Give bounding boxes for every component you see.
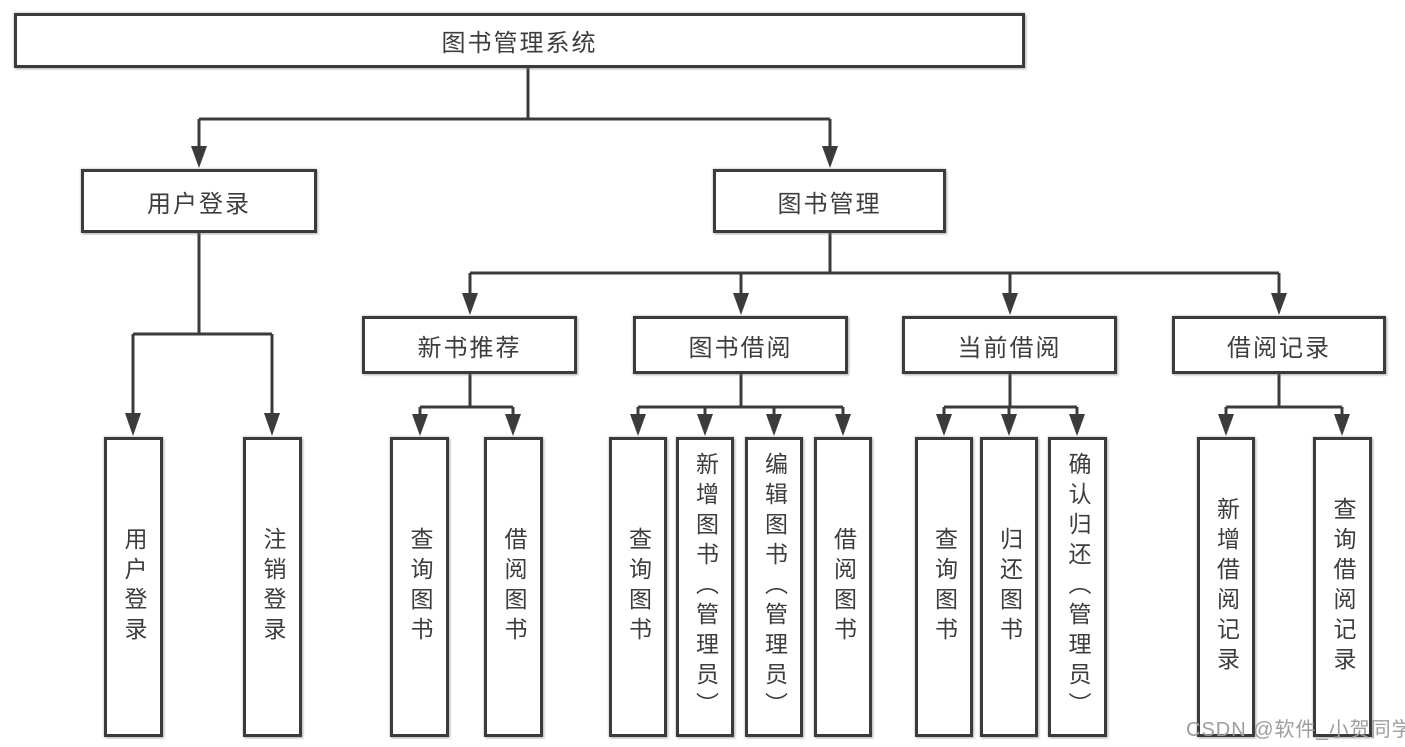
leaf-current-query-books-label: 查询图书 — [931, 527, 958, 647]
connector-book-borrow-to-leaves — [630, 374, 851, 436]
node-book-management: 图书管理 — [713, 169, 946, 233]
leaf-borrow-books-label: 借阅图书 — [830, 527, 857, 647]
connector-new-book-recommend-to-leaves — [412, 374, 521, 436]
leaf-recommend-borrow-books: 借阅图书 — [484, 437, 543, 737]
node-new-book-recommend-label: 新书推荐 — [417, 334, 522, 362]
connector-current-borrow-to-leaves — [936, 374, 1085, 436]
node-current-borrow: 当前借阅 — [902, 316, 1117, 374]
node-user-login: 用户登录 — [81, 169, 317, 233]
csdn-watermark: CSDN @软件_小贺同学 — [1186, 719, 1405, 741]
node-borrow-records-label: 借阅记录 — [1227, 334, 1331, 362]
leaf-recommend-borrow-books-label: 借阅图书 — [501, 527, 527, 647]
leaf-borrow-books: 借阅图书 — [814, 437, 872, 737]
node-library-system-label: 图书管理系统 — [441, 30, 598, 57]
leaf-add-borrow-record-label: 新增借阅记录 — [1213, 497, 1240, 677]
leaf-recommend-query-books: 查询图书 — [390, 437, 449, 737]
leaf-return-books: 归还图书 — [980, 437, 1038, 737]
connector-user-login-to-leaves — [125, 233, 280, 436]
leaf-borrow-query-books-label: 查询图书 — [625, 527, 652, 647]
connector-borrow-records-to-leaves — [1218, 374, 1350, 436]
connector-book-management-to-level3 — [462, 233, 1287, 315]
leaf-logout-label: 注销登录 — [260, 527, 286, 647]
node-borrow-records: 借阅记录 — [1172, 316, 1386, 374]
leaf-return-books-label: 归还图书 — [996, 527, 1023, 647]
leaf-confirm-return-admin: 确认归还（管理员） — [1048, 437, 1107, 737]
leaf-current-query-books: 查询图书 — [915, 437, 973, 737]
node-book-borrow: 图书借阅 — [633, 316, 848, 374]
node-library-system: 图书管理系统 — [14, 13, 1025, 68]
connector-root-to-level1 — [191, 68, 838, 168]
leaf-user-login: 用户登录 — [104, 437, 163, 737]
leaf-add-books-admin-label: 新增图书（管理员） — [692, 452, 719, 722]
leaf-query-borrow-record: 查询借阅记录 — [1313, 437, 1372, 737]
leaf-add-books-admin: 新增图书（管理员） — [676, 437, 734, 737]
leaf-user-login-label: 用户登录 — [121, 527, 147, 647]
node-current-borrow-label: 当前借阅 — [957, 334, 1062, 362]
leaf-confirm-return-admin-label: 确认归还（管理员） — [1065, 452, 1091, 722]
node-book-management-label: 图书管理 — [777, 190, 882, 218]
node-book-borrow-label: 图书借阅 — [688, 334, 793, 362]
leaf-edit-books-admin-label: 编辑图书（管理员） — [761, 452, 788, 722]
leaf-add-borrow-record: 新增借阅记录 — [1197, 437, 1255, 737]
leaf-logout: 注销登录 — [243, 437, 302, 737]
leaf-edit-books-admin: 编辑图书（管理员） — [745, 437, 803, 737]
node-new-book-recommend: 新书推荐 — [362, 316, 577, 374]
leaf-borrow-query-books: 查询图书 — [609, 437, 667, 737]
leaf-recommend-query-books-label: 查询图书 — [407, 527, 433, 647]
leaf-query-borrow-record-label: 查询借阅记录 — [1330, 497, 1356, 677]
node-user-login-label: 用户登录 — [147, 190, 251, 218]
